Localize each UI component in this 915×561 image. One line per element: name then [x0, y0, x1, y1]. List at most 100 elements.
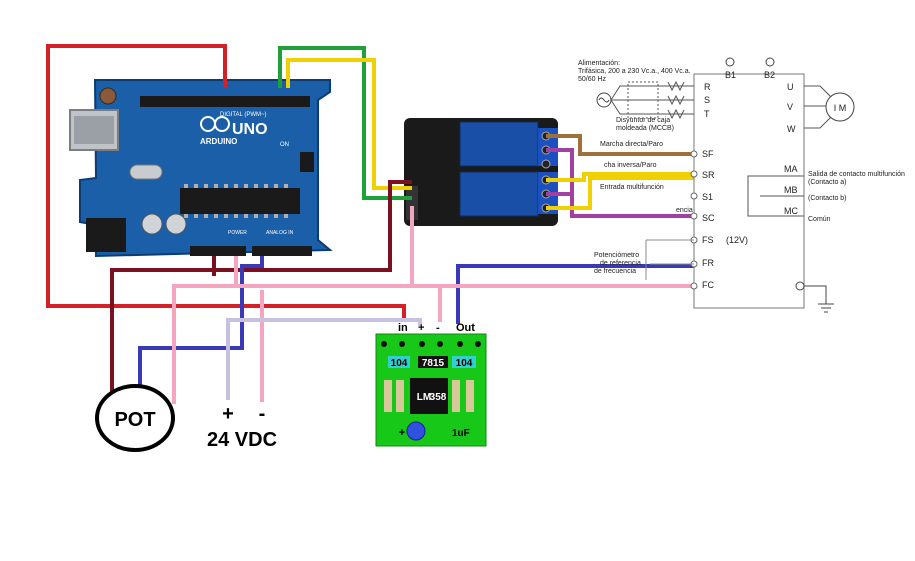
breaker-label-1: Disyuntor de caja — [616, 117, 670, 124]
pin-in-label: in — [398, 322, 408, 334]
term-v: V — [787, 102, 793, 112]
reset-button — [99, 87, 117, 105]
capacitor-2 — [165, 213, 187, 235]
pin-plus-label: + — [418, 322, 424, 334]
relay-1 — [459, 121, 539, 167]
wire-yellow-sr — [546, 172, 694, 182]
supply-label: 24 VDC — [207, 429, 277, 451]
term-s: S — [704, 95, 710, 105]
term-sc: SC — [702, 213, 715, 223]
uno-logo-icon — [200, 116, 230, 132]
term-fr: FR — [702, 258, 714, 268]
term-b2: B2 — [764, 70, 775, 80]
wire-purple-sc — [546, 148, 694, 218]
term-u: U — [787, 82, 794, 92]
motor-label: I M — [834, 103, 847, 113]
lm358-chip — [410, 378, 448, 414]
term-s1: S1 — [702, 192, 713, 202]
dc-power-jack — [86, 218, 126, 252]
term-mc: MC — [784, 206, 798, 216]
supply-title-3: 50/60 Hz — [578, 76, 607, 83]
resistor-4 — [466, 380, 474, 412]
wire-green — [278, 46, 412, 200]
analog-header-label: ANALOG IN — [266, 230, 294, 236]
pot: POT — [95, 384, 175, 452]
term-sr: SR — [702, 170, 715, 180]
icsp-header — [300, 152, 314, 172]
term-fs: FS — [702, 235, 714, 245]
power-supply-24vdc: + - 24 VDC — [207, 403, 277, 451]
forward-label: Marcha directa/Paro — [600, 141, 663, 148]
opamp-label-1: LM — [417, 392, 431, 403]
fs-voltage: (12V) — [726, 235, 748, 245]
wire-lavender — [226, 318, 422, 400]
arduino-uno-board: ARDUINO UNO DIGITAL (PWM~) POWER ANALOG … — [69, 79, 333, 258]
converter-board: in + - Out 104 7815 104 LM 358 + 1uF — [375, 322, 487, 447]
relay-input-header — [406, 186, 418, 220]
capacitor-1 — [141, 213, 163, 235]
motor-icon — [825, 92, 855, 122]
res-left-label: 104 — [391, 358, 408, 369]
term-r: R — [704, 82, 711, 92]
arduino-model: UNO — [232, 121, 268, 138]
capacitor-icon — [406, 421, 426, 441]
term-fc: FC — [702, 280, 714, 290]
wire-brown-sf — [546, 134, 694, 156]
regulator-label: 7815 — [422, 358, 445, 369]
crystal-oscillator — [129, 164, 163, 180]
ground-terminal-icon — [795, 281, 805, 291]
relay-b: (Contacto b) — [808, 195, 847, 202]
multi-input-label: Entrada multifunción — [600, 184, 664, 191]
power-header — [190, 246, 246, 256]
resistor-3 — [452, 380, 460, 412]
pot-ref-3: de frecuencia — [594, 268, 636, 275]
pin-minus-label: - — [436, 322, 440, 334]
cap-value-label: 1uF — [452, 428, 470, 439]
ground-icon — [804, 285, 834, 313]
wire-yellow-sr2 — [546, 176, 694, 210]
digital-header-label: DIGITAL (PWM~) — [220, 112, 267, 118]
supply-plus: + — [222, 403, 234, 425]
term-sf: SF — [702, 149, 714, 159]
supply-title-2: Trifásica, 200 a 230 Vc.a., 400 Vc.a. — [578, 68, 691, 75]
atmega-chip — [180, 188, 300, 214]
res-right-label: 104 — [456, 358, 473, 369]
power-header-label: POWER — [228, 230, 247, 236]
term-t: T — [704, 109, 710, 119]
supply-title-1: Alimentación: — [578, 60, 620, 67]
vfd-box — [693, 73, 805, 309]
wires — [46, 44, 694, 404]
pot-ref-1: Potenciómetro — [594, 252, 639, 259]
term-ma: MA — [784, 164, 798, 174]
supply-minus: - — [259, 403, 266, 425]
reverse-label: cha inversa/Paro — [604, 162, 657, 169]
pot-label: POT — [114, 409, 155, 431]
relay-module — [404, 118, 558, 226]
breaker-label-2: moldeada (MCCB) — [616, 125, 674, 132]
arduino-brand: ARDUINO — [200, 137, 237, 146]
cap-plus-label: + — [399, 427, 405, 439]
vfd-schematic: Alimentación: Trifásica, 200 a 230 Vc.a.… — [578, 57, 905, 313]
term-mb: MB — [784, 185, 798, 195]
wire-yellow — [286, 58, 412, 190]
term-w: W — [787, 124, 796, 134]
opamp-label-2: 358 — [430, 392, 447, 403]
wire-red — [46, 44, 406, 322]
resistor-1 — [384, 380, 392, 412]
wire-darkred — [110, 180, 412, 392]
digital-header — [140, 96, 310, 107]
multi-input-tail: encia — [676, 207, 693, 214]
wire-pink-fc — [172, 284, 694, 404]
relay-common: Común — [808, 216, 831, 223]
relay-2 — [459, 171, 539, 217]
wire-blue-pot — [138, 256, 264, 392]
analog-header — [252, 246, 312, 256]
pot-ref-2: de referencia — [600, 260, 641, 267]
term-b1: B1 — [725, 70, 736, 80]
relay-out-1: Salida de contacto multifunción — [808, 171, 905, 178]
pot-circle — [95, 384, 175, 452]
resistor-2 — [396, 380, 404, 412]
on-label: ON — [280, 142, 289, 148]
pin-out-label: Out — [456, 322, 475, 334]
